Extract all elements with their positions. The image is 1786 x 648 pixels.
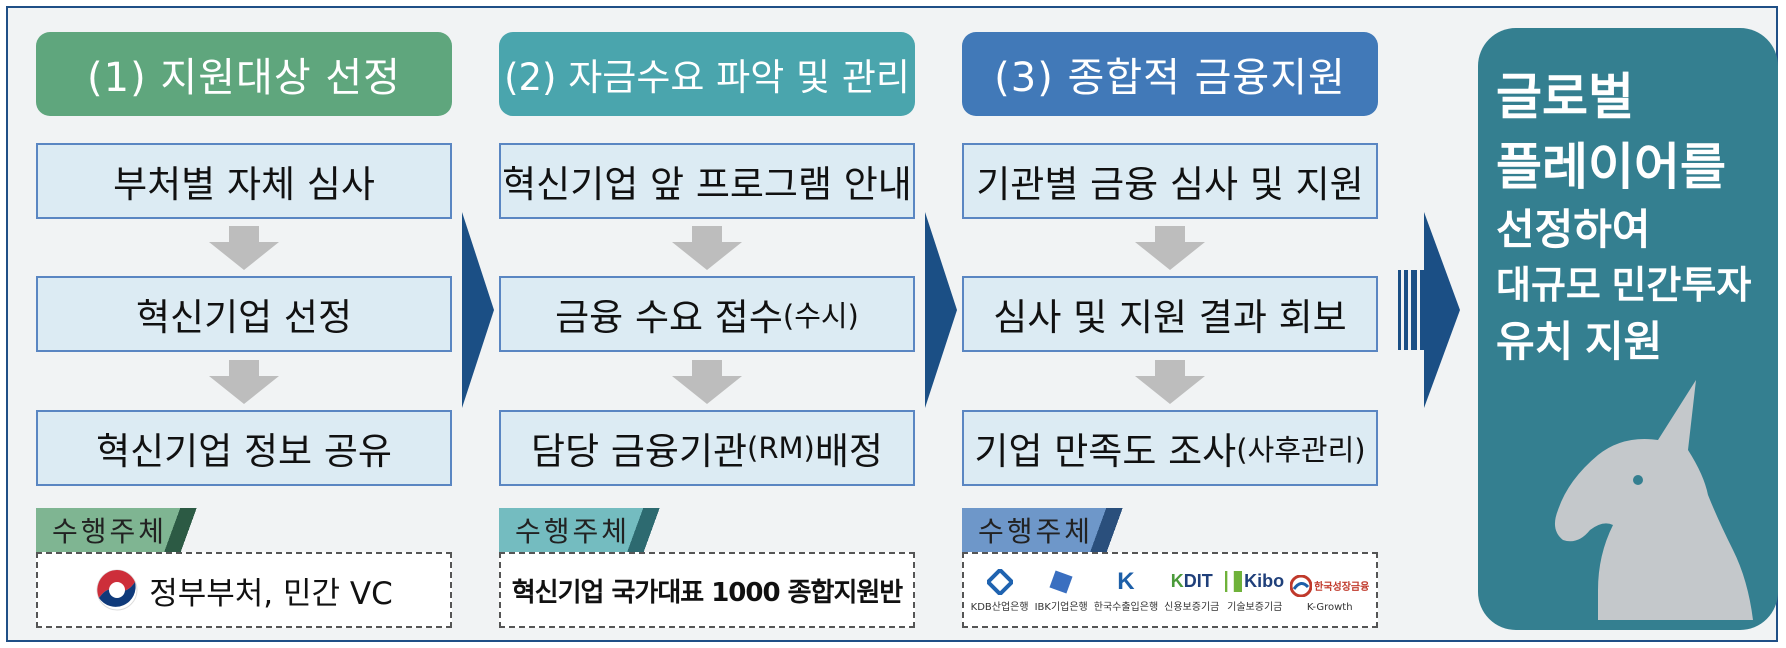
column-3-header: (3) 종합적 금융지원 <box>962 32 1378 116</box>
step-label: 기관별 금융 심사 및 지원 <box>976 163 1364 206</box>
goal-line: 선정하여 <box>1496 206 1651 253</box>
step-label: 금융 수요 접수 <box>555 296 783 339</box>
down-arrow-icon <box>1135 226 1205 270</box>
institution-caption: 기술보증기금 <box>1227 601 1283 613</box>
step-label: 부처별 자체 심사 <box>113 163 375 206</box>
actor-label: 정부부처, 민간 VC <box>149 575 393 612</box>
institution-logo: IBK기업은행 <box>1035 568 1088 613</box>
performer-tag: 수행주체 <box>499 508 689 552</box>
institution-logo: ▌Kibo 기술보증기금 <box>1225 568 1284 613</box>
institution-logo: KDB산업은행 <box>971 568 1029 613</box>
institution-logo: 한국성장금융 K-Growth <box>1290 572 1369 613</box>
down-arrow-icon <box>672 360 742 404</box>
kibo-logo-icon: ▌Kibo <box>1225 571 1285 592</box>
actor-box-1: 정부부처, 민간 VC <box>36 552 452 628</box>
col1-step-2: 혁신기업 선정 <box>36 276 452 352</box>
performer-tag: 수행주체 <box>36 508 226 552</box>
down-arrow-icon <box>209 360 279 404</box>
col2-step-2: 금융 수요 접수(수시) <box>499 276 915 352</box>
step-label-tail: 배정 <box>814 430 883 473</box>
institution-caption: 신용보증기금 <box>1164 601 1220 613</box>
down-arrow-icon <box>209 226 279 270</box>
col3-step-3: 기업 만족도 조사(사후관리) <box>962 410 1378 486</box>
chevron-right-icon <box>925 212 957 408</box>
institution-caption: KDB산업은행 <box>970 601 1029 613</box>
goal-text: 글로벌 플레이어를 선정하여 대규모 민간투자 유치 지원 <box>1496 62 1751 370</box>
kgrowth-logo-icon: 한국성장금융 <box>1290 572 1369 600</box>
col1-step-1: 부처별 자체 심사 <box>36 143 452 219</box>
col3-step-2: 심사 및 지원 결과 회보 <box>962 276 1378 352</box>
goal-line: 대규모 민간투자 <box>1496 265 1752 307</box>
actor-box-2: 혁신기업 국가대표 1000 종합지원반 <box>499 552 915 628</box>
goal-line: 유치 지원 <box>1496 318 1663 365</box>
big-arrow-right-icon <box>1398 212 1460 408</box>
step-sublabel: (수시) <box>782 299 859 333</box>
down-arrow-icon <box>672 226 742 270</box>
institution-caption: K-Growth <box>1306 601 1353 613</box>
step-sublabel: (RM) <box>747 431 815 465</box>
step-label: 심사 및 지원 결과 회보 <box>993 296 1347 339</box>
kexim-logo-icon: K <box>1117 567 1135 595</box>
institution-logo: K 한국수출입은행 <box>1094 568 1158 613</box>
institution-caption: IBK기업은행 <box>1034 601 1088 613</box>
col2-step-1: 혁신기업 앞 프로그램 안내 <box>499 143 915 219</box>
goal-panel: 글로벌 플레이어를 선정하여 대규모 민간투자 유치 지원 <box>1478 28 1778 630</box>
chevron-right-icon <box>462 212 494 408</box>
step-label: 혁신기업 앞 프로그램 안내 <box>502 163 912 206</box>
government-emblem-icon <box>96 569 138 611</box>
kgrowth-logo-text: 한국성장금융 <box>1314 582 1370 593</box>
institution-caption: 한국수출입은행 <box>1093 601 1159 613</box>
column-1-header: (1) 지원대상 선정 <box>36 32 452 116</box>
step-label: 담당 금융기관 <box>531 430 748 473</box>
col1-step-3: 혁신기업 정보 공유 <box>36 410 452 486</box>
kdb-logo-icon <box>986 568 1013 596</box>
step-label: 혁신기업 정보 공유 <box>96 430 392 473</box>
col2-step-3: 담당 금융기관(RM) 배정 <box>499 410 915 486</box>
down-arrow-icon <box>1135 360 1205 404</box>
column-2-header: (2) 자금수요 파악 및 관리 <box>499 32 915 116</box>
actor-label: 혁신기업 국가대표 1000 종합지원반 <box>511 577 903 608</box>
unicorn-icon <box>1554 380 1753 620</box>
step-label: 기업 만족도 조사 <box>974 430 1237 473</box>
step-label: 혁신기업 선정 <box>135 296 352 339</box>
performer-tag: 수행주체 <box>962 508 1152 552</box>
col3-step-1: 기관별 금융 심사 및 지원 <box>962 143 1378 219</box>
goal-line: 글로벌 <box>1496 69 1634 125</box>
ibk-logo-icon <box>1049 568 1073 596</box>
step-sublabel: (사후관리) <box>1236 433 1366 467</box>
goal-line: 플레이어를 <box>1496 139 1726 195</box>
